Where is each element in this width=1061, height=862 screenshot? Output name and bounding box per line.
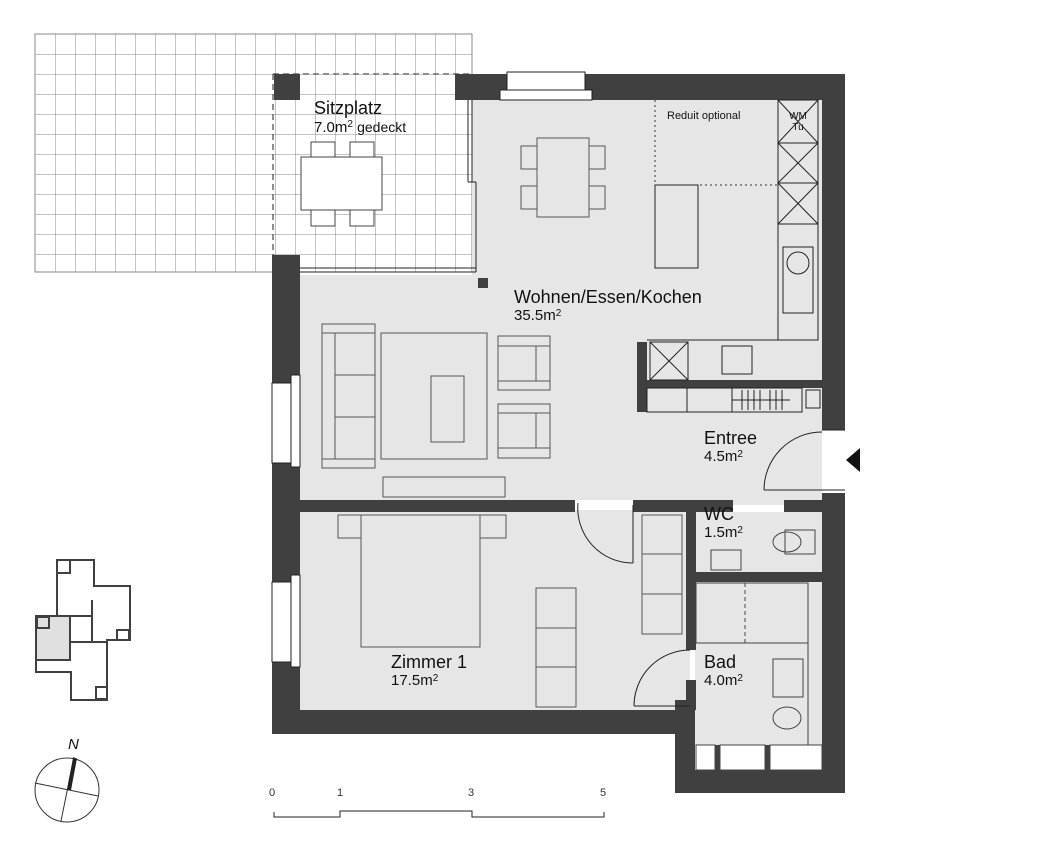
entrance-arrow-icon — [846, 448, 860, 472]
area-value: 7.0m — [314, 119, 348, 136]
dining-table — [520, 137, 606, 218]
bad-label: Bad 4.0m2 — [704, 652, 743, 690]
area-sup: 2 — [737, 673, 743, 684]
reduit-outline — [654, 100, 778, 186]
area-value: 35.5m — [514, 307, 556, 324]
room-area: 1.5m2 — [704, 524, 743, 542]
area-value: 4.0m — [704, 672, 738, 689]
kitchen-island — [654, 184, 699, 269]
tu-text: Tu — [792, 122, 804, 133]
room-area: 35.5m2 — [514, 307, 702, 325]
area-sup: 2 — [737, 525, 743, 536]
scale-bar — [273, 810, 605, 818]
zimmer1-label: Zimmer 1 17.5m2 — [391, 652, 467, 690]
living-furniture — [321, 323, 551, 498]
room-area: 4.5m2 — [704, 448, 757, 466]
room-name: Sitzplatz — [314, 98, 383, 118]
scale-tick-0: 0 — [269, 787, 276, 799]
area-value: 4.5m — [704, 448, 738, 465]
wc-label: WC 1.5m2 — [704, 504, 743, 542]
bedroom-furniture — [337, 514, 683, 708]
sitzplatz-label: Sitzplatz 7.0m2 gedeckt — [314, 98, 406, 137]
wc-fixtures — [710, 529, 816, 571]
room-area: 7.0m2 gedeckt — [314, 118, 406, 137]
wohnen-label: Wohnen/Essen/Kochen 35.5m2 — [514, 287, 702, 325]
windows — [271, 71, 593, 668]
column — [274, 74, 300, 100]
wm-text: WM — [789, 111, 807, 122]
scale-tick-5: 5 — [600, 787, 607, 799]
area-sup: 2 — [432, 673, 439, 684]
room-name: WC — [704, 504, 734, 524]
room-area: 17.5m2 — [391, 672, 467, 690]
shelf-row — [646, 387, 821, 413]
kitchen-cabinets — [647, 99, 819, 381]
room-name: Entree — [704, 428, 758, 448]
key-plan — [35, 559, 131, 701]
area-note: gedeckt — [357, 119, 407, 135]
area-sup: 2 — [555, 308, 562, 319]
room-area: 4.0m2 — [704, 672, 743, 690]
area-sup: 2 — [347, 119, 353, 130]
terrace-door-frame — [300, 100, 477, 273]
terrace-table — [300, 141, 383, 227]
area-value: 1.5m — [704, 524, 738, 541]
room-name: Bad — [704, 652, 737, 672]
room-name: Wohnen/Essen/Kochen — [514, 287, 702, 307]
wm-tu-label: WM Tu — [783, 111, 813, 133]
compass-north-label: N — [68, 736, 79, 753]
sitzplatz-outline — [272, 73, 470, 272]
scale-tick-1: 1 — [337, 787, 344, 799]
room-name: Zimmer 1 — [391, 652, 467, 672]
compass-icon — [34, 756, 100, 823]
reduit-label: Reduit optional — [667, 110, 741, 122]
entree-label: Entree 4.5m2 — [704, 428, 757, 466]
terrace-grid — [34, 33, 473, 273]
doors — [577, 429, 845, 707]
scale-tick-3: 3 — [468, 787, 475, 799]
bath-fixtures — [695, 582, 823, 771]
area-value: 17.5m — [391, 672, 433, 689]
area-sup: 2 — [737, 449, 743, 460]
